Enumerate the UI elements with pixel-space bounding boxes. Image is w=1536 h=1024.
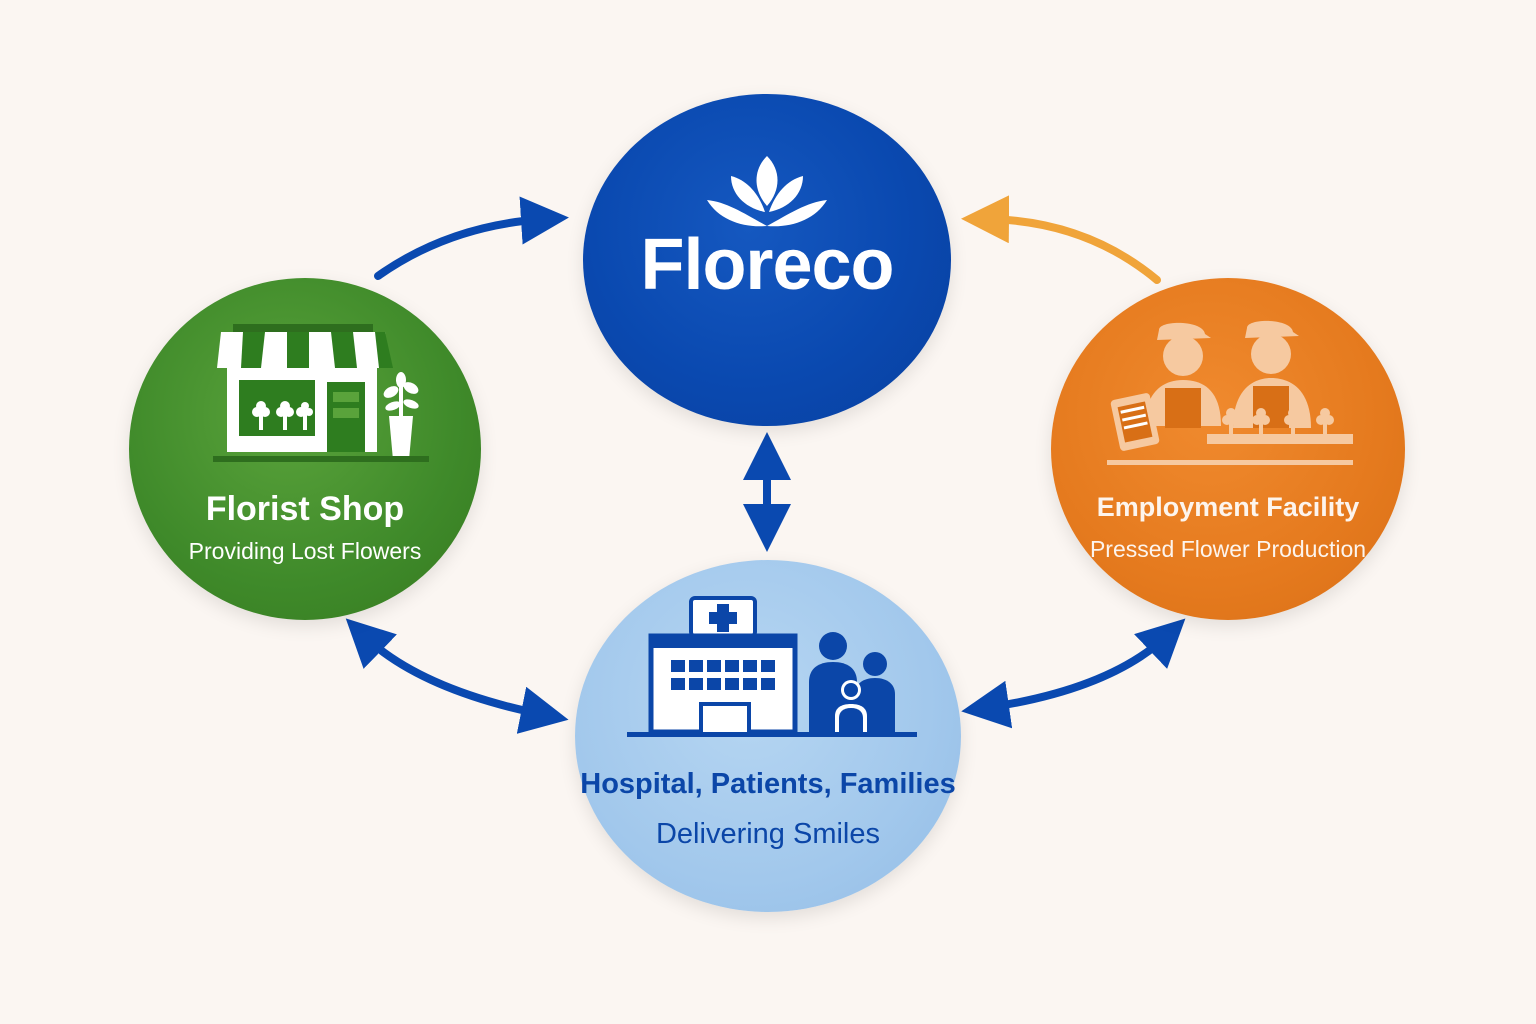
arrow-employment-hospital: [961, 618, 1186, 729]
hospital-node: Hospital, Patients, Families Delivering …: [575, 560, 961, 912]
employment-facility-title: Employment Facility: [1096, 492, 1360, 522]
employment-facility-subtitle: Pressed Flower Production: [1089, 536, 1367, 562]
storefront-icon: [213, 324, 429, 462]
floreco-node: Floreco: [583, 94, 951, 426]
floreco-logo-text: Floreco: [640, 225, 894, 305]
florist-shop-title: Florist Shop: [205, 490, 405, 528]
employment-facility-node: Employment Facility Pressed Flower Produ…: [1051, 278, 1405, 620]
hospital-title: Hospital, Patients, Families: [580, 768, 956, 800]
hospital-subtitle: Delivering Smiles: [655, 818, 880, 850]
florist-shop-node: Florist Shop Providing Lost Flowers: [129, 278, 481, 620]
lotus-leaves-icon: [707, 156, 827, 227]
arrow-florist-to-floreco: [374, 196, 569, 280]
hospital-family-icon: [627, 596, 917, 737]
arrow-employment-to-floreco: [961, 195, 1161, 284]
florist-shop-subtitle: Providing Lost Flowers: [188, 538, 422, 564]
workers-icon: [1107, 320, 1353, 465]
arrow-florist-hospital: [345, 618, 569, 734]
